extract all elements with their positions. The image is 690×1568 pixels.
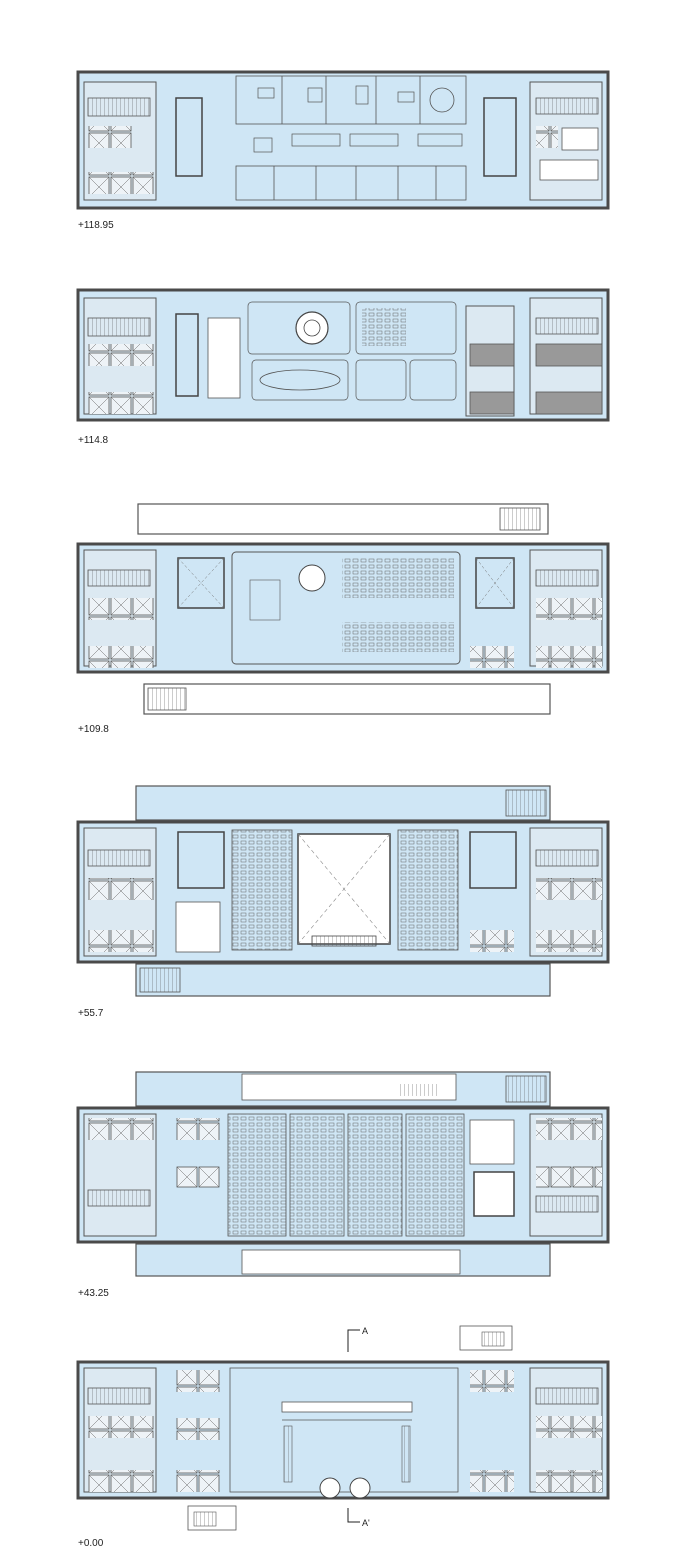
- elevator-bank: [536, 878, 602, 900]
- elevator-bank: [176, 1370, 220, 1392]
- boardroom: [251, 359, 349, 401]
- revolving-door: [349, 1477, 371, 1499]
- elevator-bank: [88, 598, 154, 620]
- meeting-rooms-south: [235, 165, 467, 201]
- south-wing: [135, 963, 551, 997]
- security-gates-left: [283, 1425, 293, 1483]
- elevator-bank: [88, 878, 154, 900]
- elevator-bank: [176, 1118, 220, 1140]
- auditorium-1: [227, 1113, 287, 1237]
- toilets: [561, 127, 599, 151]
- elevator-bank: [535, 343, 603, 367]
- level-label: +109.8: [78, 724, 109, 735]
- elevator-bank: [536, 646, 602, 668]
- elevator-bank: [88, 172, 154, 194]
- elevator-bank: [88, 392, 154, 414]
- elevator-bank: [470, 1470, 514, 1492]
- lobby: [229, 1367, 459, 1493]
- meeting-rooms-north: [235, 75, 467, 125]
- elevator-bank: [536, 1118, 602, 1140]
- elevator-bank: [176, 1418, 220, 1440]
- floor-plan-43-25: [76, 1071, 610, 1277]
- elevator-bank: [88, 930, 154, 952]
- elevator-bank: [469, 343, 515, 367]
- revolving-door: [319, 1477, 341, 1499]
- level-label: +43.25: [78, 1288, 109, 1299]
- elevator-bank: [536, 1470, 602, 1492]
- level-label: +55.7: [78, 1008, 104, 1019]
- floor-plan-0-00: [76, 1325, 610, 1531]
- elevator-bank: [88, 1118, 154, 1140]
- elevator-bank: [88, 646, 154, 668]
- round-table: [429, 87, 455, 113]
- auditorium-3: [347, 1113, 403, 1237]
- elevator-bank: [536, 1416, 602, 1438]
- shaft: [483, 97, 517, 177]
- section-mark-top: A: [362, 1326, 368, 1336]
- spiral-stair: [298, 564, 326, 592]
- elevator-bank: [470, 1370, 514, 1392]
- floor-slab: [76, 288, 610, 422]
- auditorium-4: [405, 1113, 465, 1237]
- elevator-bank: [176, 1166, 220, 1188]
- elevator-bank: [536, 930, 602, 952]
- reception-desk: [281, 1401, 413, 1413]
- elevator-bank: [88, 344, 154, 366]
- elevator-bank: [470, 646, 514, 668]
- elevator-bank: [536, 126, 558, 148]
- floor-plan-114-8: [76, 288, 610, 422]
- auditorium-left: [231, 829, 293, 951]
- floor-slab: [76, 70, 610, 210]
- hall: [231, 551, 461, 665]
- auditorium-2: [289, 1113, 345, 1237]
- desk-row: [349, 133, 399, 147]
- spiral-stair: [295, 311, 329, 345]
- level-label: +114.8: [78, 435, 109, 446]
- elevator-bank: [470, 930, 514, 952]
- elevator-bank: [536, 598, 602, 620]
- desk-row: [417, 133, 463, 147]
- floor-plan-118-95: [76, 70, 610, 210]
- shaft: [175, 97, 203, 177]
- floor-plan-109-8: [76, 503, 610, 715]
- section-mark-bottom: A': [362, 1518, 370, 1528]
- north-terrace: [137, 503, 549, 535]
- boardroom-table: [259, 369, 341, 391]
- atrium-void: [469, 831, 517, 889]
- toilets: [469, 1119, 515, 1165]
- section-line-a: A A': [347, 1326, 370, 1528]
- security-gates-right: [401, 1425, 411, 1483]
- south-terrace: [143, 683, 551, 715]
- elevator-bank: [536, 1166, 602, 1188]
- desk-row: [291, 133, 341, 147]
- auditorium-right: [397, 829, 459, 951]
- lounge-zone: [247, 301, 351, 355]
- elevator-bank: [88, 126, 132, 148]
- elevator-bank: [535, 391, 603, 415]
- elevator-bank: [88, 1416, 154, 1438]
- level-label: +118.95: [78, 220, 114, 231]
- level-label: +0.00: [78, 1538, 104, 1549]
- elevator-bank: [88, 1470, 154, 1492]
- shaft: [175, 313, 199, 397]
- toilets: [175, 901, 221, 953]
- elevator-bank: [469, 391, 515, 415]
- north-wing: [135, 785, 551, 821]
- toilets: [207, 317, 241, 399]
- floor-plan-55-7: [76, 785, 610, 997]
- training-zone: [355, 301, 457, 355]
- elevator-bank: [176, 1470, 220, 1492]
- toilets: [539, 159, 599, 181]
- atrium-void: [177, 831, 225, 889]
